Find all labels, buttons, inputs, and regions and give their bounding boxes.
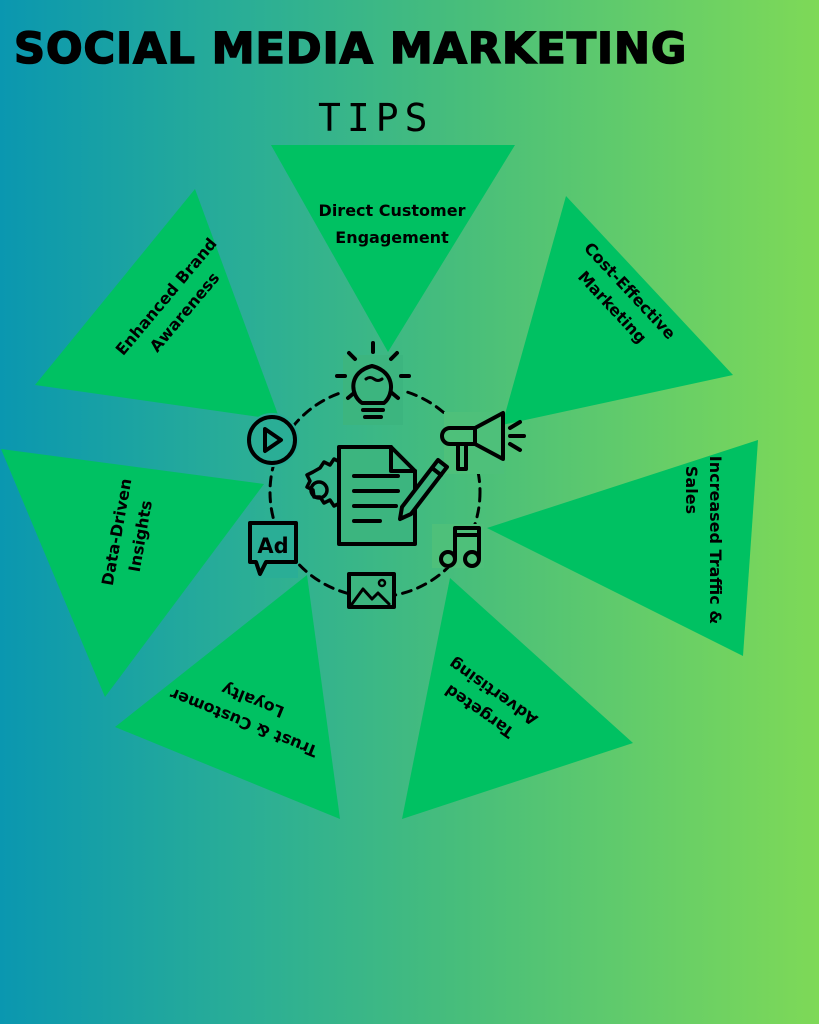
triangle-trust-loyalty — [115, 575, 340, 819]
triangle-increased-traffic — [487, 440, 758, 656]
tip-increased-traffic: Increased Traffic & Sales — [682, 456, 725, 625]
tip-label-line2: Engagement — [335, 228, 449, 247]
triangle-data-driven — [1, 449, 264, 697]
lightbulb-icon — [335, 341, 411, 425]
triangle-targeted-advertising — [402, 578, 633, 819]
ad-bubble-icon: Ad — [246, 520, 298, 578]
play-button-icon — [245, 413, 299, 467]
tip-label-line2: Sales — [682, 466, 701, 514]
page-subtitle: TIPS — [318, 96, 434, 140]
tip-label-line1: Direct Customer — [319, 201, 466, 220]
triangle-brand-awareness — [35, 189, 280, 420]
music-note-icon — [432, 524, 484, 568]
tip-direct-engagement: Direct Customer Engagement — [319, 201, 466, 247]
tip-label-line1: Increased Traffic & — [706, 456, 725, 625]
image-icon — [347, 572, 396, 609]
megaphone-icon — [440, 411, 526, 474]
triangle-cost-effective — [502, 196, 733, 425]
document-pencil-icon — [337, 445, 449, 546]
triangle-direct-engagement — [271, 145, 515, 352]
page-title: SOCIAL MEDIA MARKETING — [13, 23, 688, 75]
svg-text:Ad: Ad — [257, 534, 288, 558]
